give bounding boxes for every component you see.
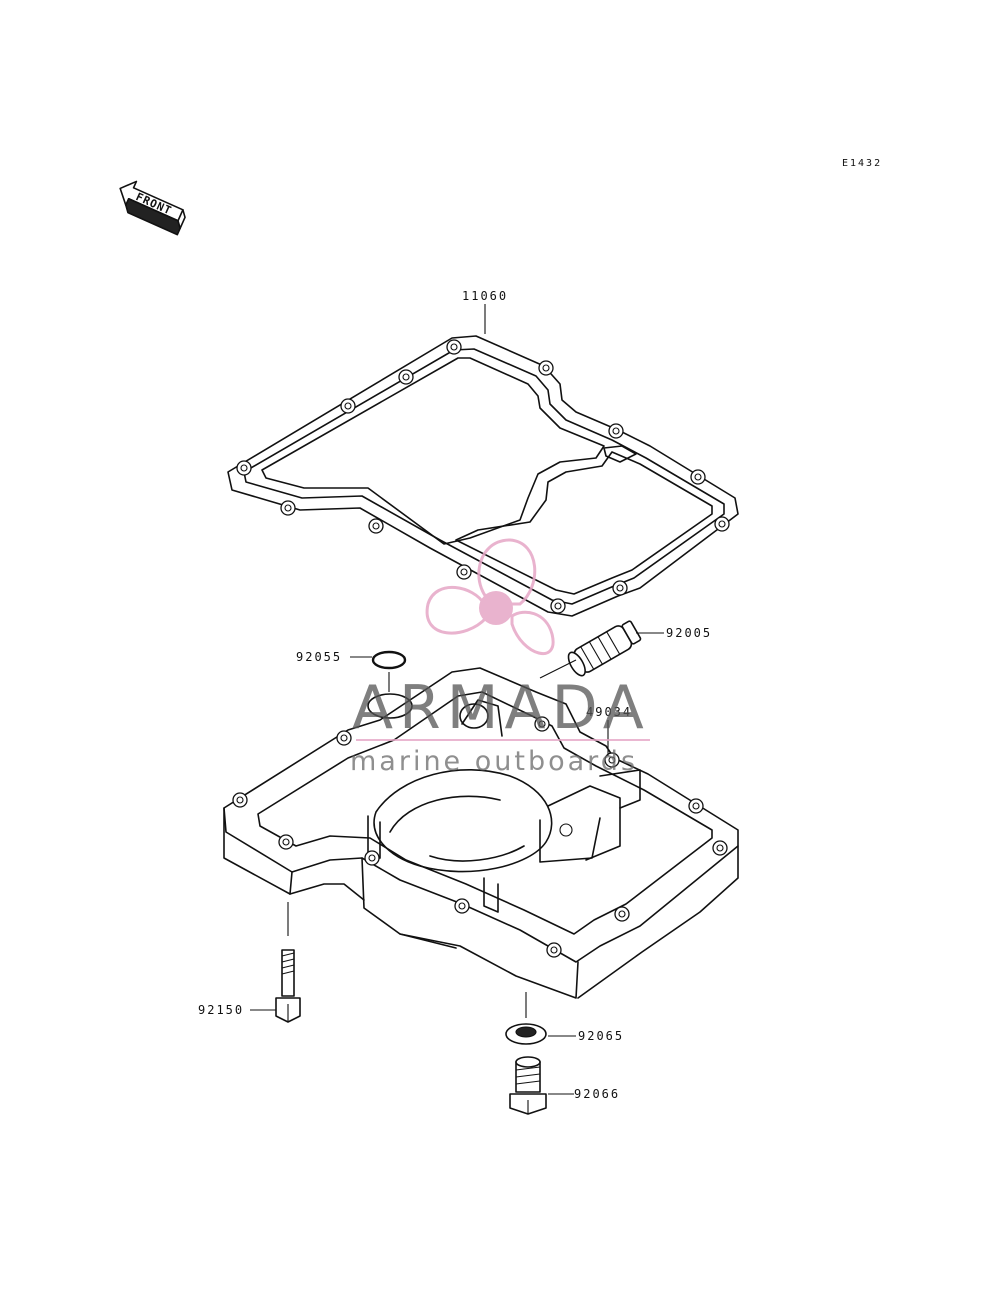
front-arrow-icon: FRONT (119, 180, 186, 236)
o-ring-part (371, 650, 407, 670)
pan-bolt-part (275, 902, 301, 1023)
part-label-o-ring: 92055 (296, 650, 342, 664)
oil-pan-gasket (227, 335, 739, 617)
part-label-washer: 92065 (578, 1029, 624, 1043)
watermark-title: ARMADA (352, 673, 650, 743)
diagram-code: E1432 (842, 158, 882, 169)
oil-pan (223, 667, 739, 999)
part-label-drain-plug: 92066 (574, 1087, 620, 1101)
watermark-subtitle: marine outboards (350, 746, 638, 777)
drain-plug-part (509, 1056, 547, 1115)
part-label-bolt: 92150 (198, 1003, 244, 1017)
oil-strainer-part (567, 620, 642, 677)
propeller-logo-icon (425, 538, 555, 655)
part-label-strainer: 92005 (666, 626, 712, 640)
part-label-pipe: 49034 (586, 705, 632, 719)
part-label-gasket: 11060 (462, 289, 508, 303)
drain-washer-part (505, 1023, 547, 1045)
